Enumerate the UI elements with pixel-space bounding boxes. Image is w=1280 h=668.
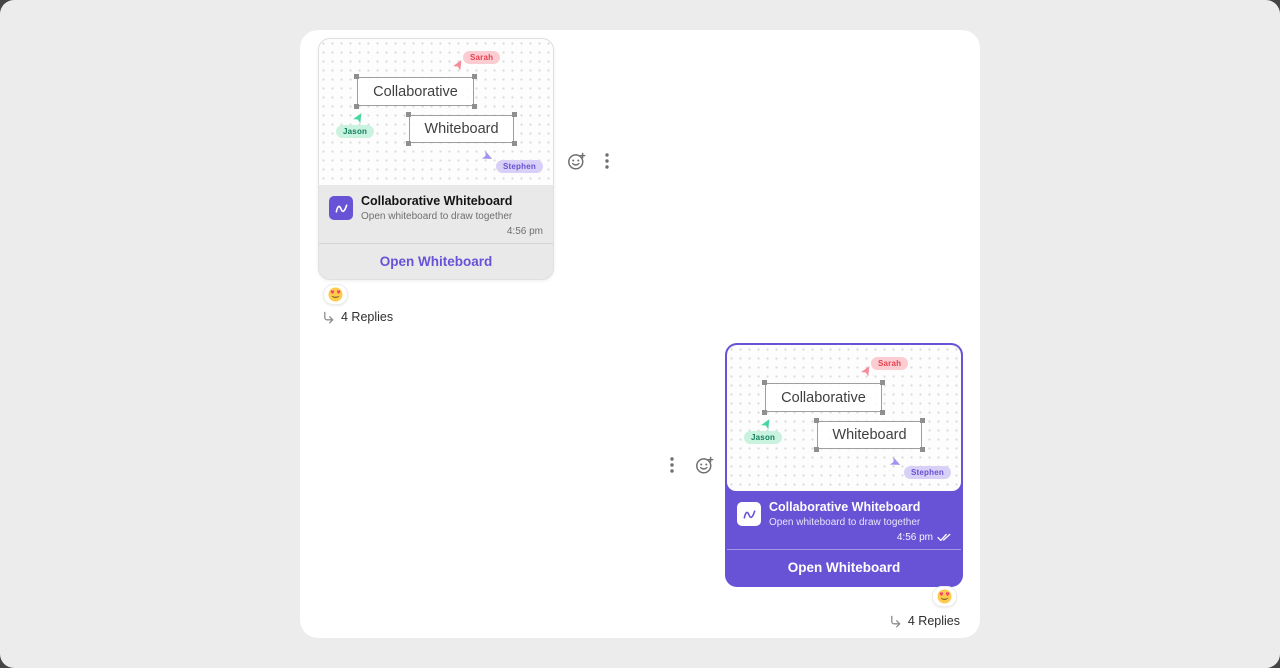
add-reaction-icon[interactable] [694, 455, 714, 475]
jason-cursor-icon [761, 419, 770, 430]
sarah-cursor-label: Sarah [871, 357, 909, 370]
reply-arrow-icon [324, 311, 334, 323]
whiteboard-icon [737, 502, 761, 526]
whiteboard-message-info: Collaborative Whiteboard Open whiteboard… [319, 185, 553, 243]
selection-handle [472, 104, 477, 109]
message-timestamp: 4:56 pm [896, 532, 933, 543]
replies-link[interactable]: 4 Replies [889, 614, 960, 628]
message-title: Collaborative Whiteboard [361, 194, 513, 208]
selection-handle [762, 380, 767, 385]
whiteboard-text-box: Whiteboard [814, 418, 925, 452]
whiteboard-preview: Collaborative Whiteboard Sarah Jason Ste… [319, 39, 553, 185]
selection-handle [814, 418, 819, 423]
heart-eyes-reaction[interactable] [932, 586, 957, 607]
add-reaction-icon[interactable] [566, 151, 586, 171]
whiteboard-text: Collaborative [373, 83, 458, 100]
outgoing-whiteboard-message: Collaborative Whiteboard Sarah Jason Ste… [725, 343, 963, 587]
selection-handle [920, 418, 925, 423]
replies-count: 4 Replies [907, 614, 960, 628]
jason-cursor-label: Jason [336, 125, 375, 138]
sarah-cursor-icon [861, 366, 870, 377]
stephen-cursor-icon [889, 457, 901, 465]
selection-handle [406, 112, 411, 117]
message-title: Collaborative Whiteboard [769, 500, 921, 514]
stephen-cursor-icon [481, 151, 493, 159]
whiteboard-icon [329, 196, 353, 220]
more-options-icon[interactable] [662, 455, 682, 475]
open-whiteboard-button[interactable]: Open Whiteboard [727, 549, 961, 585]
jason-cursor-label: Jason [744, 431, 783, 444]
selection-handle [762, 410, 767, 415]
whiteboard-text-box: Collaborative [354, 74, 477, 109]
stephen-cursor-label: Stephen [904, 466, 951, 479]
whiteboard-text: Whiteboard [424, 121, 499, 137]
reply-arrow-icon [891, 615, 901, 627]
chat-panel: Collaborative Whiteboard Sarah Jason Ste… [300, 30, 980, 638]
replies-count: 4 Replies [341, 310, 394, 324]
whiteboard-text: Whiteboard [832, 427, 907, 443]
message-subtitle: Open whiteboard to draw together [361, 211, 513, 222]
whiteboard-text: Collaborative [781, 389, 866, 406]
selection-handle [406, 141, 411, 146]
heart-eyes-reaction[interactable] [323, 284, 348, 305]
message-subtitle: Open whiteboard to draw together [769, 517, 921, 528]
selection-handle [920, 447, 925, 452]
whiteboard-message-info: Collaborative Whiteboard Open whiteboard… [727, 491, 961, 549]
selection-handle [472, 74, 477, 79]
message-timestamp: 4:56 pm [506, 226, 543, 237]
selection-handle [814, 447, 819, 452]
open-whiteboard-button[interactable]: Open Whiteboard [319, 243, 553, 279]
selection-handle [354, 104, 359, 109]
whiteboard-preview: Collaborative Whiteboard Sarah Jason Ste… [727, 345, 961, 491]
stephen-cursor-label: Stephen [496, 160, 543, 173]
selection-handle [354, 74, 359, 79]
selection-handle [880, 380, 885, 385]
selection-handle [512, 112, 517, 117]
whiteboard-text-box: Whiteboard [406, 112, 517, 146]
more-options-icon[interactable] [597, 151, 617, 171]
whiteboard-text-box: Collaborative [762, 380, 885, 415]
sarah-cursor-label: Sarah [463, 51, 501, 64]
incoming-whiteboard-message: Collaborative Whiteboard Sarah Jason Ste… [318, 38, 554, 280]
selection-handle [880, 410, 885, 415]
replies-link[interactable]: 4 Replies [322, 310, 393, 324]
sarah-cursor-icon [453, 60, 462, 71]
jason-cursor-icon [353, 113, 362, 124]
selection-handle [512, 141, 517, 146]
read-receipt-icon [937, 533, 951, 542]
